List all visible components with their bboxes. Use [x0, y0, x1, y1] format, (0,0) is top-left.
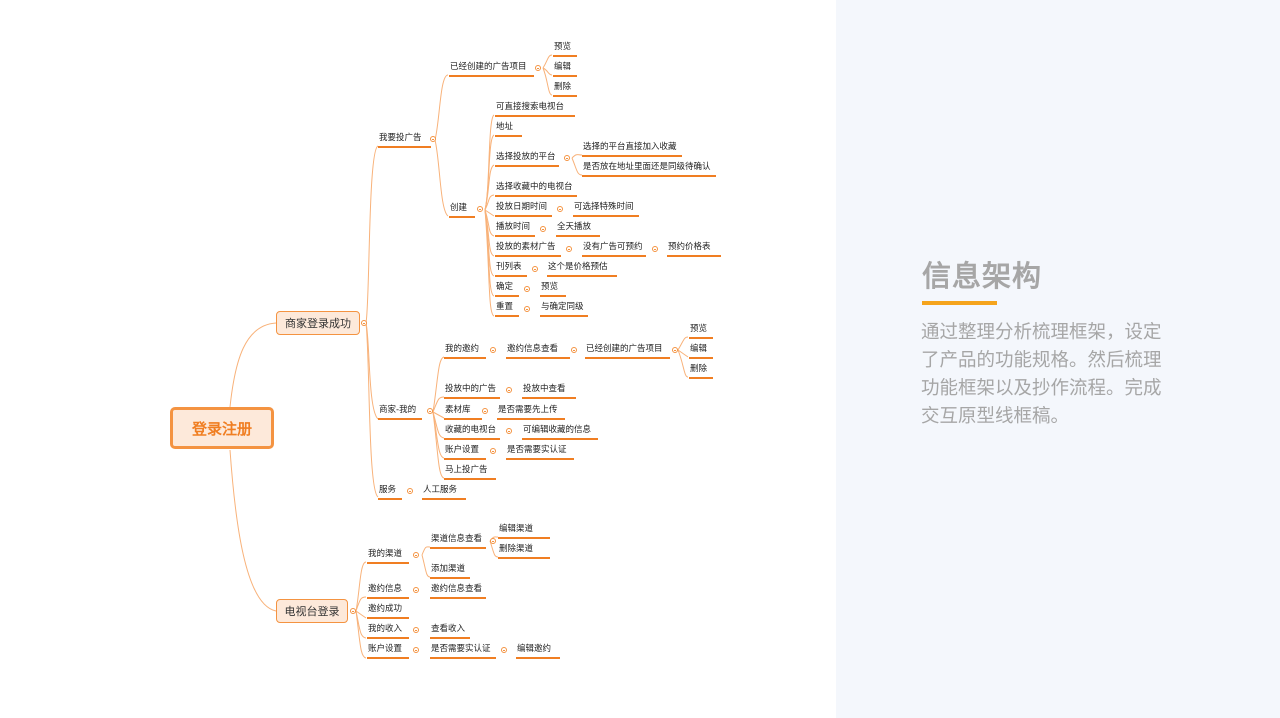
node-special-time[interactable]: 可选择特殊时间 [573, 202, 639, 217]
collapse-toggle-icon[interactable] [535, 65, 541, 71]
node-listing[interactable]: 刊列表 [495, 262, 527, 277]
collapse-toggle-icon[interactable] [413, 587, 419, 593]
collapse-toggle-icon[interactable] [566, 246, 572, 252]
node-invite-success[interactable]: 邀约成功 [367, 604, 409, 619]
node-my-income[interactable]: 我的收入 [367, 624, 409, 639]
collapse-toggle-icon[interactable] [532, 266, 538, 272]
node-material-library[interactable]: 素材库 [444, 405, 482, 420]
node-date-time[interactable]: 投放日期时间 [495, 202, 552, 217]
collapse-toggle-icon[interactable] [350, 608, 356, 614]
collapse-toggle-icon[interactable] [482, 408, 488, 414]
node-add-channel[interactable]: 添加渠道 [430, 564, 470, 579]
collapse-toggle-icon[interactable] [506, 387, 512, 393]
collapse-toggle-icon[interactable] [490, 448, 496, 454]
node-channel-view[interactable]: 渠道信息查看 [430, 534, 486, 549]
node-confirm[interactable]: 确定 [495, 282, 519, 297]
node-service[interactable]: 服务 [378, 485, 402, 500]
collapse-toggle-icon[interactable] [506, 428, 512, 434]
node-upload-first[interactable]: 是否需要先上传 [497, 405, 565, 420]
node-merchant-mine[interactable]: 商家-我的 [378, 405, 422, 420]
node-tv-verification[interactable]: 是否需要实认证 [430, 644, 496, 659]
title-accent-bar [922, 301, 997, 305]
node-confirm-preview[interactable]: 预览 [540, 282, 566, 297]
collapse-toggle-icon[interactable] [407, 488, 413, 494]
collapse-toggle-icon[interactable] [430, 136, 436, 142]
panel-title: 信息架构 [922, 259, 1043, 293]
node-invite-view[interactable]: 邀约信息查看 [506, 344, 570, 359]
collapse-toggle-icon[interactable] [540, 226, 546, 232]
node-invite-preview[interactable]: 预览 [689, 324, 713, 339]
node-quick-advertise[interactable]: 马上投广告 [444, 465, 496, 480]
collapse-toggle-icon[interactable] [557, 206, 563, 212]
collapse-toggle-icon[interactable] [501, 647, 507, 653]
connector-lines [229, 54, 689, 659]
collapse-toggle-icon[interactable] [652, 246, 658, 252]
node-placement-pending[interactable]: 是否放在地址里面还是同级待确认 [582, 162, 716, 177]
node-favorite-tv-stations[interactable]: 收藏的电视台 [444, 425, 500, 440]
node-price-estimate[interactable]: 这个是价格预估 [547, 262, 617, 277]
node-edit[interactable]: 编辑 [553, 62, 577, 77]
node-invite-delete[interactable]: 删除 [689, 364, 713, 379]
node-edit-channel[interactable]: 编辑渠道 [498, 524, 550, 539]
node-view-income[interactable]: 查看收入 [430, 624, 470, 639]
root-node-login-register[interactable]: 登录注册 [170, 407, 274, 449]
node-select-platform[interactable]: 选择投放的平台 [495, 152, 559, 167]
node-preview[interactable]: 预览 [553, 42, 577, 57]
node-invite-created-items[interactable]: 已经创建的广告项目 [585, 344, 670, 359]
node-advertise[interactable]: 我要投广告 [378, 133, 431, 148]
node-delete[interactable]: 删除 [553, 82, 577, 97]
collapse-toggle-icon[interactable] [571, 347, 577, 353]
node-search-tv[interactable]: 可直接搜索电视台 [495, 102, 575, 117]
node-invite-info-view[interactable]: 邀约信息查看 [430, 584, 486, 599]
collapse-toggle-icon[interactable] [477, 206, 483, 212]
collapse-toggle-icon[interactable] [490, 347, 496, 353]
collapse-toggle-icon[interactable] [427, 408, 433, 414]
collapse-toggle-icon[interactable] [413, 552, 419, 558]
node-address[interactable]: 地址 [495, 122, 522, 137]
node-all-day[interactable]: 全天播放 [556, 222, 600, 237]
node-created-items[interactable]: 已经创建的广告项目 [449, 62, 534, 77]
node-invite-edit[interactable]: 编辑 [689, 344, 713, 359]
panel-description: 通过整理分析梳理框架，设定了产品的功能规格。然后梳理功能框架以及抄作流程。完成交… [921, 322, 1162, 427]
node-tv-login[interactable]: 电视台登录 [276, 599, 348, 623]
node-account-settings[interactable]: 账户设置 [444, 445, 486, 460]
node-invite-info[interactable]: 邀约信息 [367, 584, 409, 599]
node-edit-favorites[interactable]: 可编辑收藏的信息 [522, 425, 598, 440]
node-edit-invite[interactable]: 编辑邀约 [516, 644, 560, 659]
node-merchant-login[interactable]: 商家登录成功 [276, 311, 360, 335]
node-same-level[interactable]: 与确定同级 [540, 302, 588, 317]
node-play-time[interactable]: 播放时间 [495, 222, 535, 237]
node-create[interactable]: 创建 [449, 203, 475, 218]
node-reset[interactable]: 重置 [495, 302, 519, 317]
collapse-toggle-icon[interactable] [524, 306, 530, 312]
node-my-invites[interactable]: 我的邀约 [444, 344, 486, 359]
node-running-ads[interactable]: 投放中的广告 [444, 384, 500, 399]
info-panel [836, 0, 1280, 718]
node-price-table[interactable]: 预约价格表 [667, 242, 721, 257]
node-running-view[interactable]: 投放中查看 [522, 384, 576, 399]
mindmap-canvas: 登录注册 商家登录成功 我要投广告 已经创建的广告项目 预览 编辑 删除 创建 … [170, 42, 721, 659]
collapse-toggle-icon[interactable] [672, 347, 678, 353]
node-my-channels[interactable]: 我的渠道 [367, 549, 409, 564]
node-material-ad[interactable]: 投放的素材广告 [495, 242, 561, 257]
node-delete-channel[interactable]: 删除渠道 [498, 544, 550, 559]
collapse-toggle-icon[interactable] [490, 538, 496, 544]
collapse-toggle-icon[interactable] [524, 286, 530, 292]
collapse-toggle-icon[interactable] [564, 155, 570, 161]
collapse-toggle-icon[interactable] [361, 320, 367, 326]
node-verification[interactable]: 是否需要实认证 [506, 445, 574, 460]
collapse-toggle-icon[interactable] [413, 627, 419, 633]
node-add-to-favorites[interactable]: 选择的平台直接加入收藏 [582, 142, 682, 157]
node-favorite-tv[interactable]: 选择收藏中的电视台 [495, 182, 577, 197]
node-no-ad[interactable]: 没有广告可预约 [582, 242, 646, 257]
collapse-toggle-icon[interactable] [413, 647, 419, 653]
node-tv-account-settings[interactable]: 账户设置 [367, 644, 409, 659]
node-manual-service[interactable]: 人工服务 [422, 485, 466, 500]
